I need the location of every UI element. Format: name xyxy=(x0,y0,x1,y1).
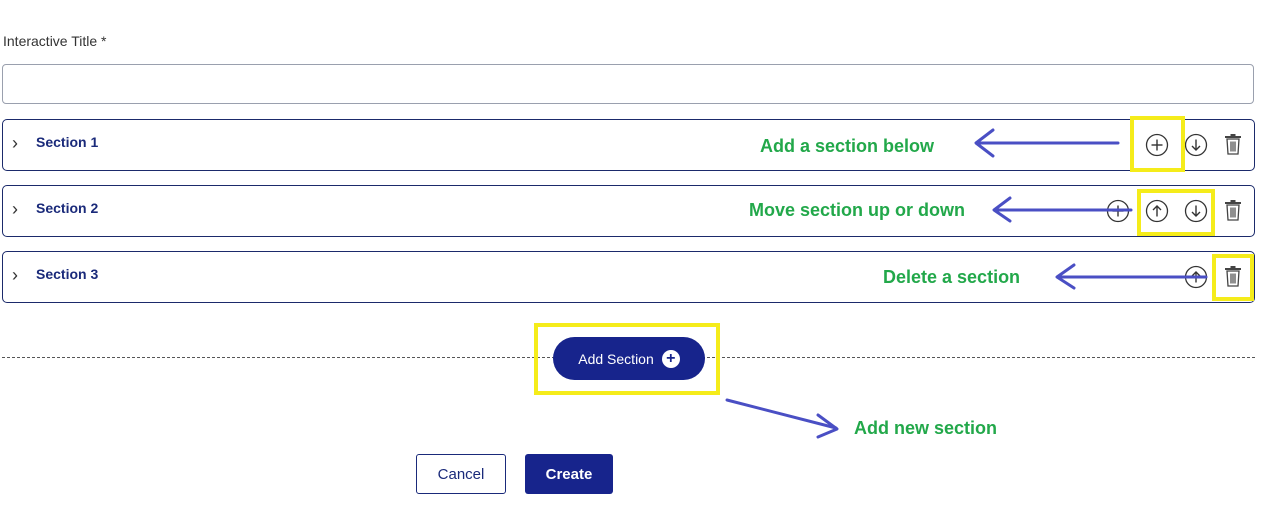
add-section-button[interactable]: Add Section + xyxy=(553,337,705,380)
trash-icon[interactable] xyxy=(1221,132,1245,156)
interactive-title-input[interactable] xyxy=(2,64,1254,104)
trash-icon[interactable] xyxy=(1221,264,1245,288)
section-title: Section 2 xyxy=(36,200,99,216)
chevron-right-icon[interactable]: › xyxy=(12,199,18,219)
create-button[interactable]: Create xyxy=(525,454,613,494)
plus-circle-icon: + xyxy=(661,349,680,368)
annotation-add-new: Add new section xyxy=(854,418,998,438)
move-up-icon[interactable] xyxy=(1145,199,1169,223)
section-row-2[interactable]: › Section 2 xyxy=(2,185,1255,237)
section-row-3[interactable]: › Section 3 xyxy=(2,251,1255,303)
add-below-icon[interactable] xyxy=(1106,199,1130,223)
move-down-icon[interactable] xyxy=(1184,133,1208,157)
chevron-right-icon[interactable]: › xyxy=(12,133,18,153)
move-down-icon[interactable] xyxy=(1184,199,1208,223)
arrow-add-new xyxy=(725,398,838,430)
add-below-icon[interactable] xyxy=(1145,133,1169,157)
annotation-add-below: Add a section below xyxy=(760,136,935,156)
section-row-1[interactable]: › Section 1 xyxy=(2,119,1255,171)
section-title: Section 3 xyxy=(36,266,99,282)
move-up-icon[interactable] xyxy=(1184,265,1208,289)
section-title: Section 1 xyxy=(36,134,99,150)
annotation-delete: Delete a section xyxy=(883,267,1021,287)
trash-icon[interactable] xyxy=(1221,198,1245,222)
annotation-move: Move section up or down xyxy=(749,200,966,220)
chevron-right-icon[interactable]: › xyxy=(12,265,18,285)
add-section-label: Add Section xyxy=(578,350,654,367)
interactive-title-label: Interactive Title * xyxy=(3,33,107,49)
arrowhead-add-new xyxy=(816,413,839,439)
cancel-button[interactable]: Cancel xyxy=(416,454,506,494)
